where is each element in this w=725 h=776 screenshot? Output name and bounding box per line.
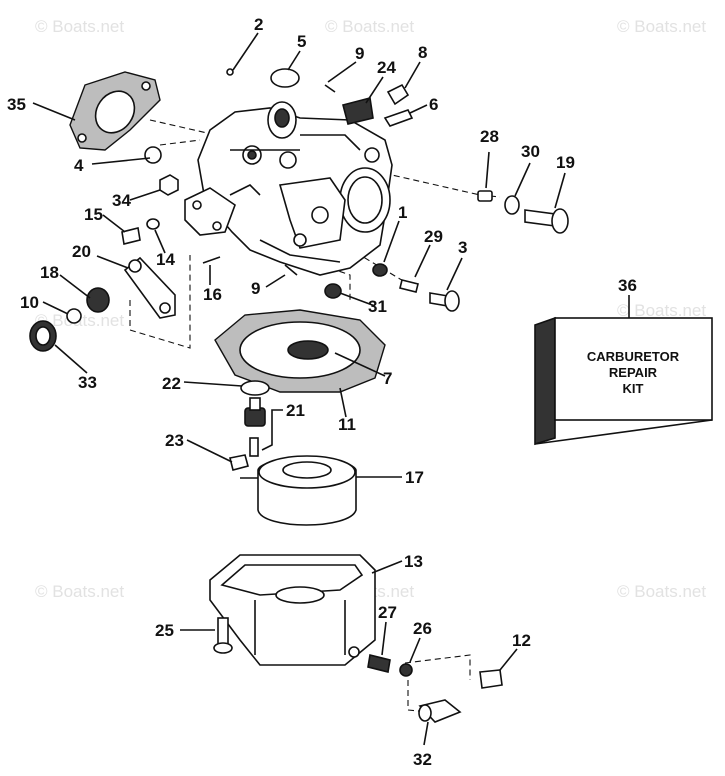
watermark: © Boats.net (617, 301, 706, 320)
callout-1: 1 (398, 203, 407, 222)
callout-6: 6 (429, 95, 438, 114)
callout-10: 10 (20, 293, 39, 312)
leader-lines (32, 32, 630, 746)
watermark: © Boats.net (617, 17, 706, 36)
part-35-flange-gasket (69, 71, 161, 151)
part-7-gasket (287, 340, 329, 360)
callout-32: 32 (413, 750, 432, 769)
callout-29: 29 (424, 227, 443, 246)
callout-19: 19 (556, 153, 575, 172)
callout-8: 8 (418, 43, 427, 62)
watermark: © Boats.net (325, 17, 414, 36)
callout-7: 7 (383, 369, 392, 388)
part-5-plug (270, 68, 300, 88)
callout-21: 21 (286, 401, 305, 420)
part-10-washer (66, 308, 82, 324)
carburetor-body (197, 101, 393, 276)
callout-14: 14 (156, 250, 175, 269)
part-29-spring (399, 279, 419, 293)
callout-36: 36 (618, 276, 637, 295)
part-32-fitting (418, 699, 462, 723)
callout-12: 12 (512, 631, 531, 650)
watermark: © Boats.net (35, 17, 124, 36)
callout-30: 30 (521, 142, 540, 161)
part-8-screw (386, 83, 410, 106)
callout-15: 15 (84, 205, 103, 224)
callout-28: 28 (480, 127, 499, 146)
watermark: © Boats.net (35, 582, 124, 601)
part-24-bracket (342, 97, 374, 125)
part-21-inlet-valve (244, 397, 266, 457)
callout-3: 3 (458, 238, 467, 257)
part-34-nut (159, 174, 179, 196)
part-13-float-bowl (209, 554, 376, 666)
part-12-plug (479, 669, 503, 689)
part-17-float (240, 455, 357, 526)
part-3-screw (429, 290, 460, 312)
part-6-needle (383, 109, 414, 127)
callout-25: 25 (155, 621, 174, 640)
part-9-pin (324, 84, 336, 93)
callout-9b: 9 (251, 279, 260, 298)
part-2-ball (226, 68, 234, 76)
callout-11: 11 (338, 415, 356, 434)
part-23-clip (229, 454, 249, 471)
part-36-carburetor-repair-kit: CARBURETOR REPAIR KIT (534, 316, 713, 446)
part-14-washer (146, 218, 160, 230)
callout-16: 16 (203, 285, 222, 304)
callout-34: 34 (112, 191, 131, 210)
part-25-screw (213, 617, 233, 654)
part-16-pin (202, 256, 221, 264)
callout-17: 17 (405, 468, 424, 487)
part-9-pin (284, 264, 298, 276)
part-31-washer (324, 283, 342, 299)
part-28-seat (477, 190, 493, 202)
watermark: © Boats.net (617, 582, 706, 601)
callout-26: 26 (413, 619, 432, 638)
part-33-bushing (29, 320, 57, 352)
part-15-screw (121, 227, 141, 245)
part-22-washer (240, 380, 270, 396)
part-18-bushing (86, 287, 110, 313)
callout-20: 20 (72, 242, 91, 261)
part-19-screw (524, 208, 569, 234)
kit-label-line-1: CARBURETOR (587, 349, 680, 364)
callout-4: 4 (74, 156, 84, 175)
part-26-gasket (399, 663, 413, 677)
part-27-jet (367, 654, 391, 673)
part-4-plug (144, 146, 162, 164)
callout-33: 33 (78, 373, 97, 392)
callout-13: 13 (404, 552, 423, 571)
callout-9: 9 (355, 44, 364, 63)
callout-2: 2 (254, 15, 263, 34)
callout-22: 22 (162, 374, 181, 393)
kit-label-line-2: REPAIR (609, 365, 658, 380)
callout-27: 27 (378, 603, 397, 622)
callout-35: 35 (7, 95, 26, 114)
throttle-lever-plate (184, 184, 261, 236)
callout-numbers: 2 5 9 24 8 6 35 4 34 15 14 20 18 10 33 1… (7, 15, 637, 769)
kit-label-line-3: KIT (623, 381, 644, 396)
part-1-o-ring (372, 263, 388, 277)
callout-31: 31 (368, 297, 387, 316)
callout-24: 24 (377, 58, 396, 77)
part-20-lever (123, 256, 176, 319)
callout-23: 23 (165, 431, 184, 450)
part-30-washer (504, 195, 520, 215)
callout-18: 18 (40, 263, 59, 282)
callout-5: 5 (297, 32, 306, 51)
